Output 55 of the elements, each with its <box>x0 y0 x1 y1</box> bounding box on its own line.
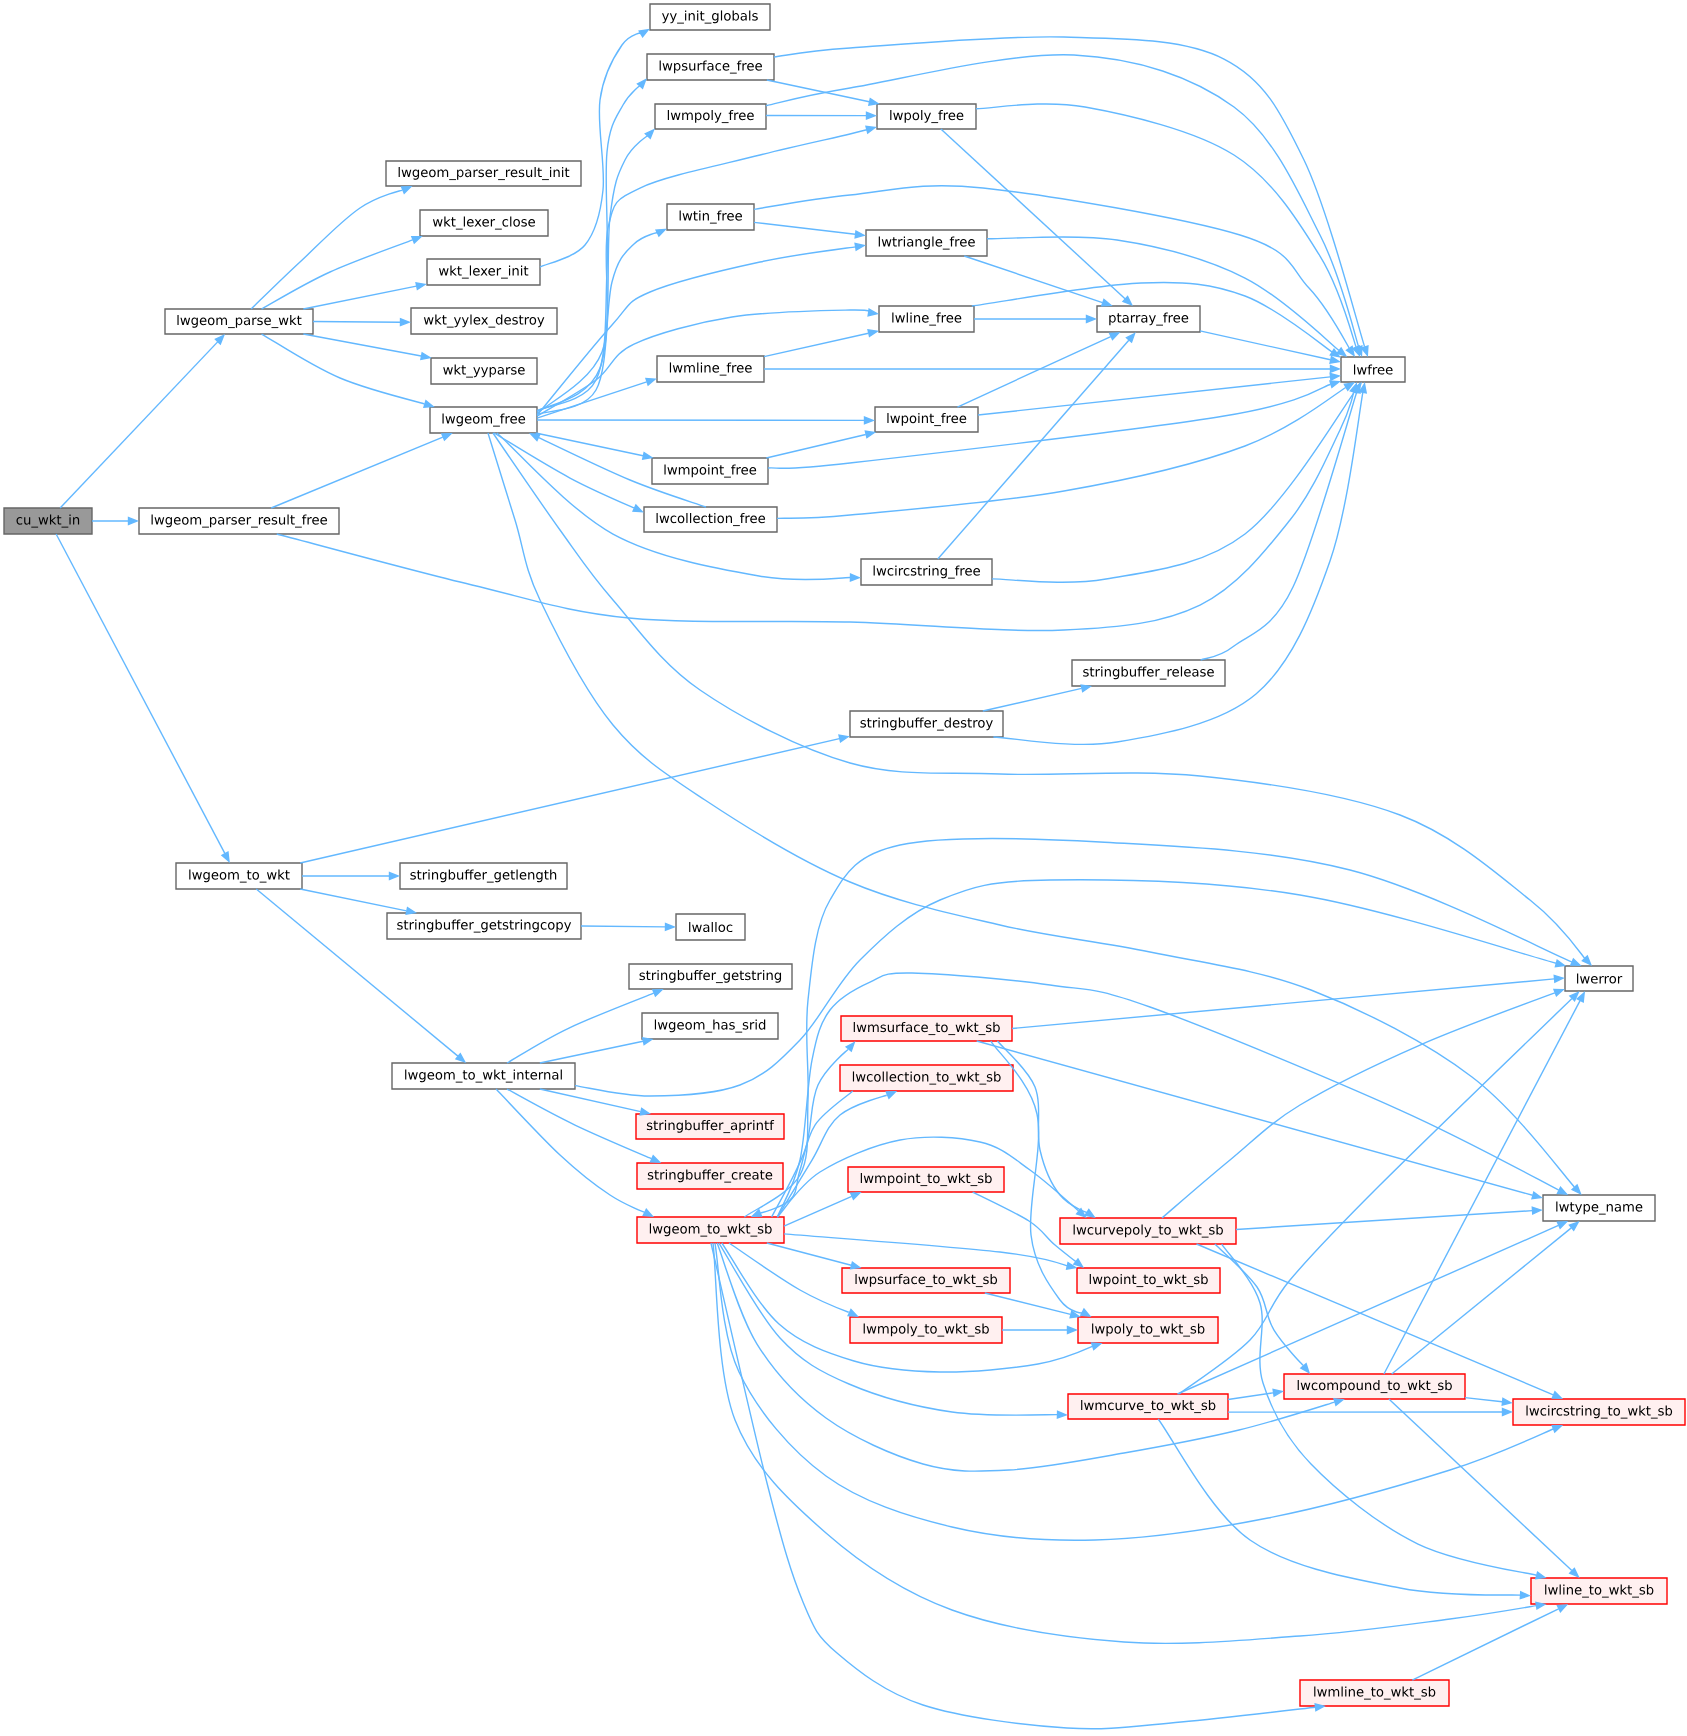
function-box: lwcompound_to_wkt_sb <box>1283 1373 1466 1400</box>
function-box: wkt_yyparse <box>430 357 538 385</box>
function-box: lwmcurve_to_wkt_sb <box>1067 1393 1229 1420</box>
function-box: lwtin_free <box>666 203 755 231</box>
function-box: lwgeom_to_wkt_sb <box>636 1216 785 1244</box>
function-box: wkt_lexer_init <box>426 258 541 286</box>
function-box: lwgeom_parser_result_free <box>138 507 340 535</box>
function-box: cu_wkt_in <box>3 507 93 535</box>
function-box: lwpoint_free <box>874 406 979 433</box>
function-box: lwcurvepoly_to_wkt_sb <box>1059 1217 1237 1245</box>
function-box: stringbuffer_getlength <box>399 862 568 890</box>
function-box: stringbuffer_getstringcopy <box>386 912 582 940</box>
arrow <box>940 128 1133 306</box>
function-box: lwmline_free <box>656 355 765 383</box>
function-box: lwmpoly_to_wkt_sb <box>849 1316 1003 1344</box>
function-box: lwmpoint_free <box>651 457 769 485</box>
function-box: lwcollection_free <box>643 506 778 533</box>
function-box: lwpoly_to_wkt_sb <box>1077 1316 1219 1344</box>
function-box: lwmpoint_to_wkt_sb <box>847 1166 1005 1193</box>
function-box: stringbuffer_aprintf <box>635 1113 785 1140</box>
arrow <box>971 281 1341 358</box>
function-box: wkt_yylex_destroy <box>410 307 558 335</box>
function-box: lwcollection_to_wkt_sb <box>839 1064 1014 1092</box>
function-box: lwtype_name <box>1542 1194 1656 1222</box>
arrow <box>492 432 1592 966</box>
function-box: lwcircstring_free <box>860 558 993 586</box>
function-box: stringbuffer_destroy <box>849 710 1004 738</box>
function-box: lwgeom_parse_wkt <box>164 308 314 335</box>
function-box: lwgeom_to_wkt_internal <box>391 1062 576 1090</box>
function-box: lwgeom_free <box>429 406 538 434</box>
function-box: lwline_free <box>878 305 975 333</box>
function-box: lwmpoly_free <box>654 103 767 130</box>
function-box: lwerror <box>1564 965 1634 992</box>
function-box: lwcircstring_to_wkt_sb <box>1512 1398 1686 1426</box>
function-box: lwtriangle_free <box>865 229 988 257</box>
function-box: stringbuffer_getstring <box>628 963 793 990</box>
function-box: lwgeom_parser_result_init <box>385 160 582 187</box>
function-box: wkt_lexer_close <box>419 209 549 237</box>
function-box: lwalloc <box>675 913 746 941</box>
arrow <box>487 432 1582 1195</box>
function-box: lwfree <box>1340 356 1406 383</box>
function-box: lwline_to_wkt_sb <box>1530 1577 1668 1605</box>
function-box: lwpsurface_to_wkt_sb <box>841 1267 1011 1294</box>
arrow <box>937 332 1136 560</box>
function-box: lwmsurface_to_wkt_sb <box>840 1015 1013 1042</box>
function-box: stringbuffer_release <box>1071 659 1226 687</box>
function-box: lwpoint_to_wkt_sb <box>1076 1267 1221 1294</box>
function-box: yy_init_globals <box>649 3 771 31</box>
function-box: stringbuffer_create <box>636 1162 784 1190</box>
function-box: ptarray_free <box>1096 305 1201 333</box>
function-box: lwmline_to_wkt_sb <box>1299 1679 1450 1707</box>
function-box: lwpoly_free <box>876 103 977 130</box>
function-box: lwgeom_to_wkt <box>175 862 303 890</box>
function-box: lwgeom_has_srid <box>641 1012 779 1040</box>
function-box: lwpsurface_free <box>646 53 775 81</box>
